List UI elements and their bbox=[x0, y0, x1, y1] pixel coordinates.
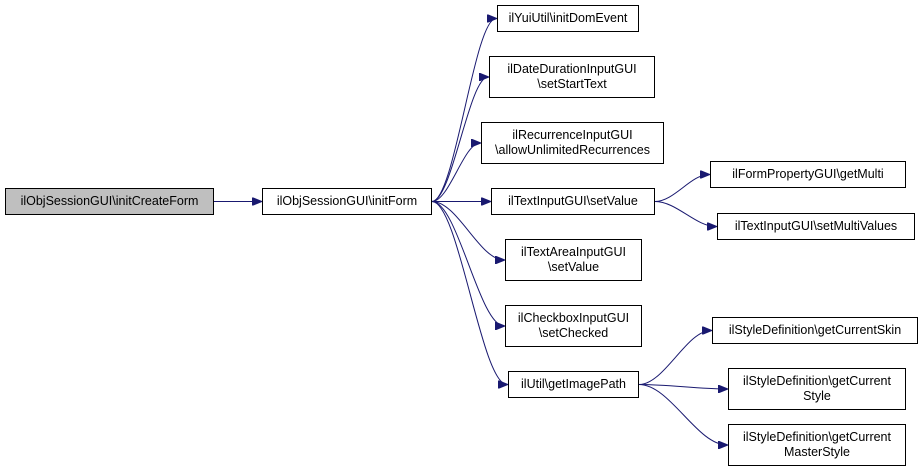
edge-init-form-to-yui-init-dom-event bbox=[431, 19, 496, 202]
node-style-get-current-style[interactable]: ilStyleDefinition\getCurrent Style bbox=[728, 368, 906, 410]
edge-init-form-to-text-area-set-value bbox=[431, 201, 504, 261]
edge-init-form-to-recurrence-allow-unlimited bbox=[431, 143, 480, 202]
node-checkbox-set-checked[interactable]: ilCheckboxInputGUI \setChecked bbox=[505, 305, 642, 347]
edge-util-get-image-path-to-style-get-current-style bbox=[638, 384, 727, 390]
node-util-get-image-path[interactable]: ilUtil\getImagePath bbox=[508, 371, 639, 398]
node-yui-init-dom-event[interactable]: ilYuiUtil\initDomEvent bbox=[497, 5, 639, 32]
node-text-input-set-value[interactable]: ilTextInputGUI\setValue bbox=[491, 188, 655, 215]
node-style-get-current-skin[interactable]: ilStyleDefinition\getCurrentSkin bbox=[712, 317, 918, 344]
node-text-area-set-value[interactable]: ilTextAreaInputGUI \setValue bbox=[505, 239, 642, 281]
node-init-form[interactable]: ilObjSessionGUI\initForm bbox=[262, 188, 432, 215]
edge-text-input-set-value-to-form-property-get-multi bbox=[654, 175, 709, 202]
edge-init-form-to-date-duration-set-start-text bbox=[431, 77, 488, 202]
node-style-get-current-master-style[interactable]: ilStyleDefinition\getCurrent MasterStyle bbox=[728, 424, 906, 466]
edge-util-get-image-path-to-style-get-current-skin bbox=[638, 331, 711, 385]
edge-init-form-to-util-get-image-path bbox=[431, 201, 507, 385]
node-recurrence-allow-unlimited[interactable]: ilRecurrenceInputGUI \allowUnlimitedRecu… bbox=[481, 122, 664, 164]
node-form-property-get-multi[interactable]: ilFormPropertyGUI\getMulti bbox=[710, 161, 906, 188]
edge-util-get-image-path-to-style-get-current-master-style bbox=[638, 384, 727, 446]
node-init-create-form[interactable]: ilObjSessionGUI\initCreateForm bbox=[5, 188, 214, 215]
edge-text-input-set-value-to-text-input-set-multi-values bbox=[654, 201, 716, 227]
node-text-input-set-multi-values[interactable]: ilTextInputGUI\setMultiValues bbox=[717, 213, 915, 240]
edge-init-form-to-checkbox-set-checked bbox=[431, 201, 504, 327]
node-date-duration-set-start-text[interactable]: ilDateDurationInputGUI \setStartText bbox=[489, 56, 655, 98]
